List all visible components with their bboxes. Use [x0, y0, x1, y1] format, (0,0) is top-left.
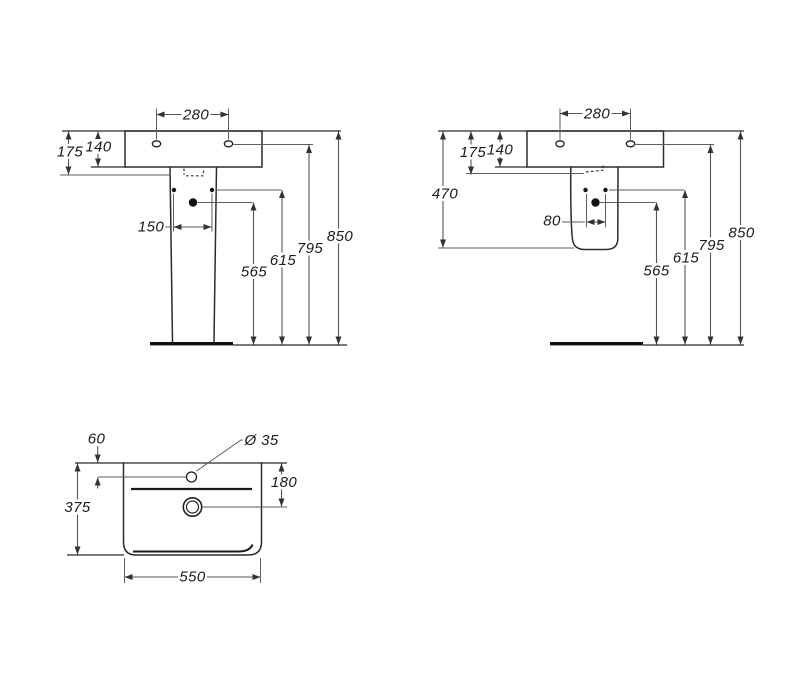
basin-outline — [62, 130, 341, 168]
floor-line — [550, 342, 643, 346]
dim-drain-offset-label: 180 — [271, 474, 297, 491]
dim-fixing-height-label: 615 — [673, 250, 699, 267]
tap-hole-left — [555, 140, 565, 148]
dim-depth-label: 375 — [64, 499, 90, 516]
drain-hole-inner — [185, 500, 200, 514]
half-pedestal-outline — [550, 165, 744, 346]
dim-half-pedestal-label: 470 — [432, 186, 458, 203]
dimension-labels: 280 175 140 150 565 615 795 850 — [56, 107, 354, 281]
dim-width-label: 550 — [179, 569, 205, 586]
dim-drain-height-label: 565 — [643, 263, 669, 280]
dim-tap-diameter-label: Ø 35 — [243, 432, 278, 449]
tap-hole-right — [625, 140, 636, 148]
dim-hole-spacing-label: 280 — [182, 107, 209, 124]
drain-point — [591, 198, 600, 207]
dim-drain-height-label: 565 — [241, 264, 267, 281]
pedestal-foot — [150, 342, 233, 346]
front-view-half-pedestal: 280 175 140 470 80 565 615 795 850 — [431, 106, 756, 346]
dim-fixing-height-label: 615 — [270, 252, 296, 269]
tap-hole-left — [151, 140, 162, 148]
drain-point — [188, 198, 198, 207]
dim-basin-height-label: 140 — [487, 142, 513, 159]
basin-plan-outline — [67, 462, 287, 556]
extension-lines — [60, 108, 313, 232]
plan-view: 60 Ø 35 375 180 550 — [63, 431, 298, 586]
front-view-full-pedestal: 280 175 140 150 565 615 795 850 — [56, 107, 354, 346]
dimension-labels: 60 Ø 35 375 180 550 — [63, 431, 298, 586]
dim-hole-spacing-label: 280 — [583, 106, 610, 123]
fixing-points — [171, 187, 215, 207]
pedestal-outline — [150, 167, 347, 346]
diameter-leader — [196, 439, 247, 472]
dimension-lines — [74, 446, 285, 580]
tap-hole — [185, 471, 198, 483]
basin-outline — [438, 130, 744, 168]
dimension-labels: 280 175 140 470 80 565 615 795 850 — [431, 106, 756, 280]
dim-panel-height-label: 175 — [57, 144, 83, 161]
dim-total-height-label: 850 — [728, 225, 754, 242]
dim-fixing-spacing-label: 80 — [543, 213, 561, 230]
dim-tap-offset-label: 60 — [88, 431, 106, 448]
drain-dashed-outline — [585, 165, 606, 173]
extension-lines — [438, 108, 714, 249]
fixing-points — [583, 187, 608, 207]
tap-hole-right — [223, 140, 234, 148]
drain-dashed-outline — [183, 168, 205, 177]
dim-hole-height-label: 795 — [297, 240, 323, 257]
dim-basin-height-label: 140 — [85, 139, 111, 156]
dim-fixing-spacing-label: 150 — [138, 219, 164, 236]
dim-hole-height-label: 795 — [698, 237, 724, 254]
dim-total-height-label: 850 — [327, 228, 353, 245]
dim-panel-height-label: 175 — [460, 144, 486, 161]
